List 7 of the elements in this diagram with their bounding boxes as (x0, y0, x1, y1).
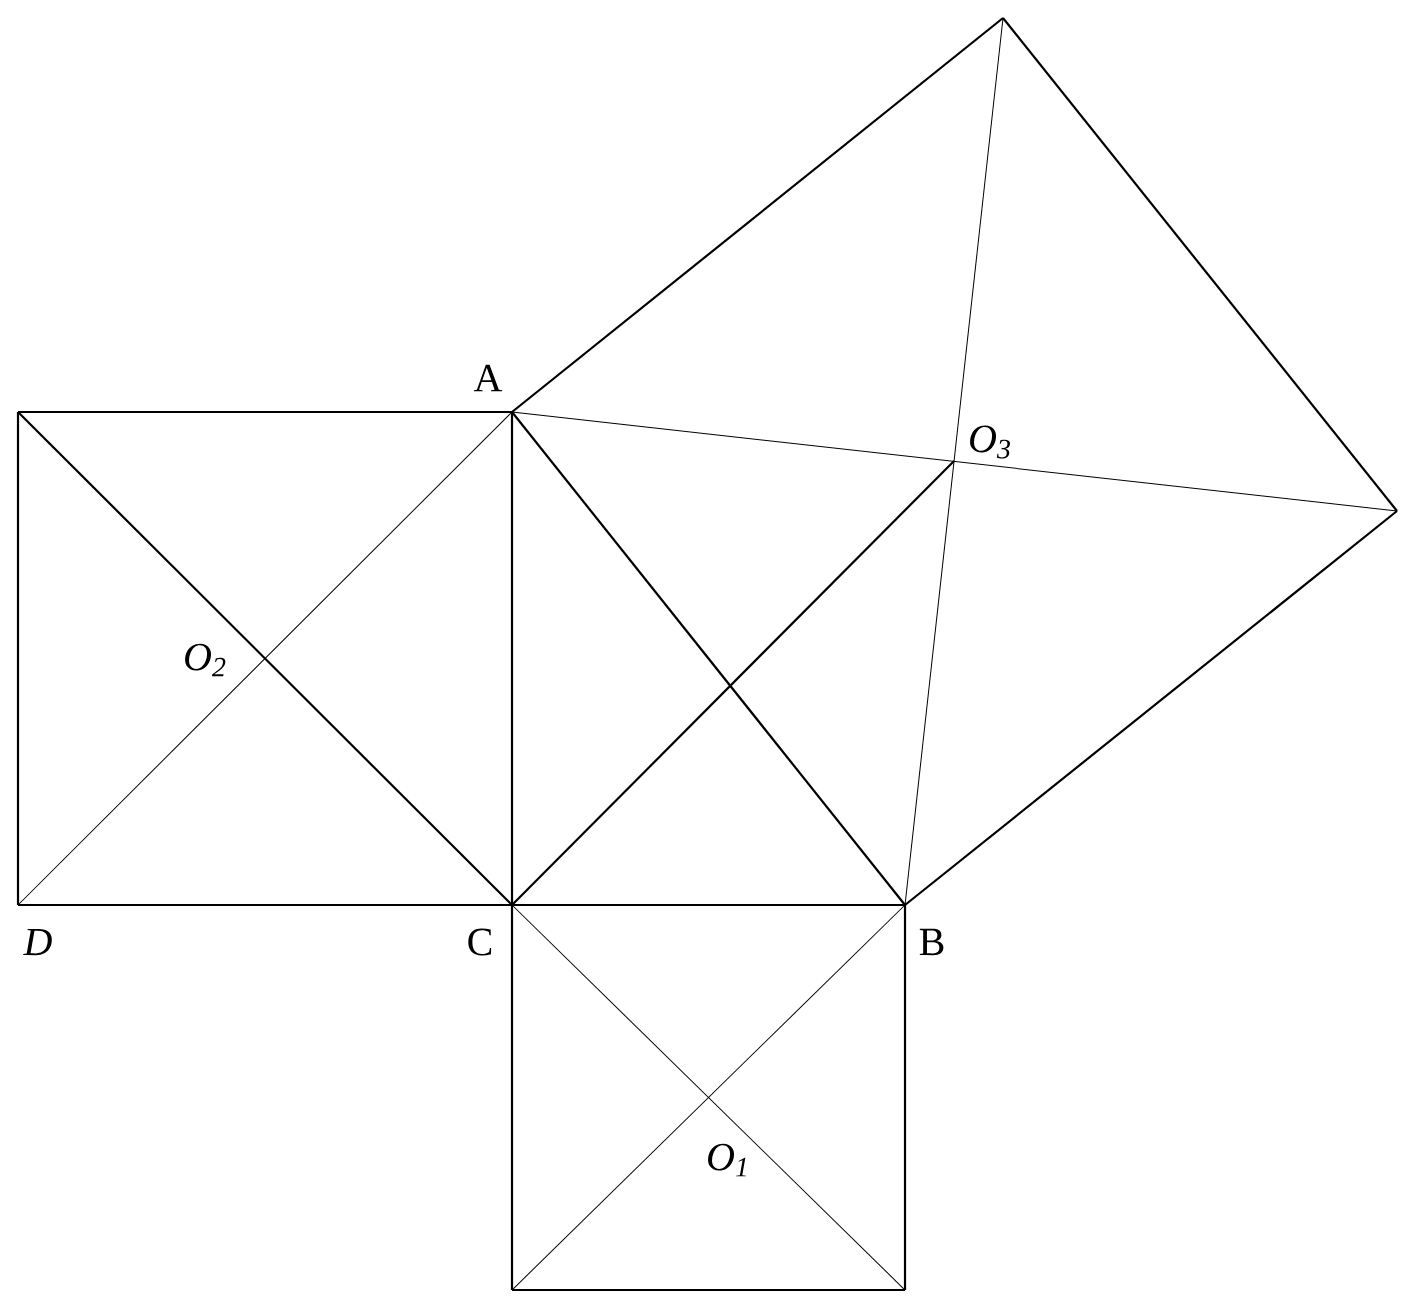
point-label: D (23, 928, 52, 956)
point-label: O$_{2}$ (185, 643, 226, 677)
point-label: A (473, 364, 503, 392)
point-label: B (919, 928, 944, 956)
point-label: C (468, 928, 492, 956)
point-label: O$_{3}$ (970, 425, 1010, 459)
point-label: O$_{1}$ (708, 1143, 746, 1177)
